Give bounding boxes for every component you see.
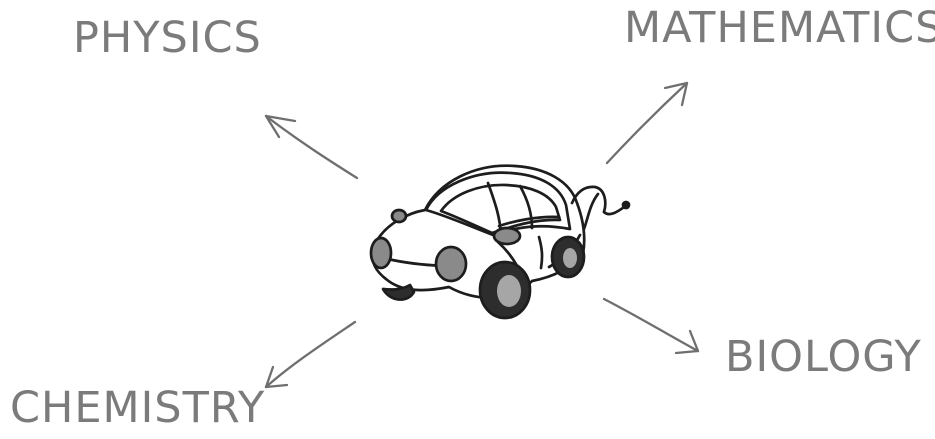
biology-label: BIOLOGY xyxy=(725,332,922,382)
headlight-left-icon xyxy=(369,236,393,270)
mirror-left-icon xyxy=(390,208,408,224)
headlight-right-icon xyxy=(434,245,468,283)
mathematics-label: MATHEMATICS xyxy=(624,3,935,53)
front-wheel-icon xyxy=(478,260,532,320)
bottom-wheel-icon xyxy=(381,283,416,301)
rear-wheel-icon xyxy=(550,235,586,279)
arrow-to-physics-icon xyxy=(264,114,359,180)
arrow-to-mathematics-icon xyxy=(605,81,689,165)
mirror-right-icon xyxy=(492,226,522,246)
physics-label: PHYSICS xyxy=(73,13,262,63)
arrow-to-biology-icon xyxy=(602,297,700,355)
chemistry-label: CHEMISTRY xyxy=(10,383,266,433)
car-icon xyxy=(369,164,631,320)
plug-icon xyxy=(621,200,631,210)
arrow-to-chemistry-icon xyxy=(264,320,357,389)
